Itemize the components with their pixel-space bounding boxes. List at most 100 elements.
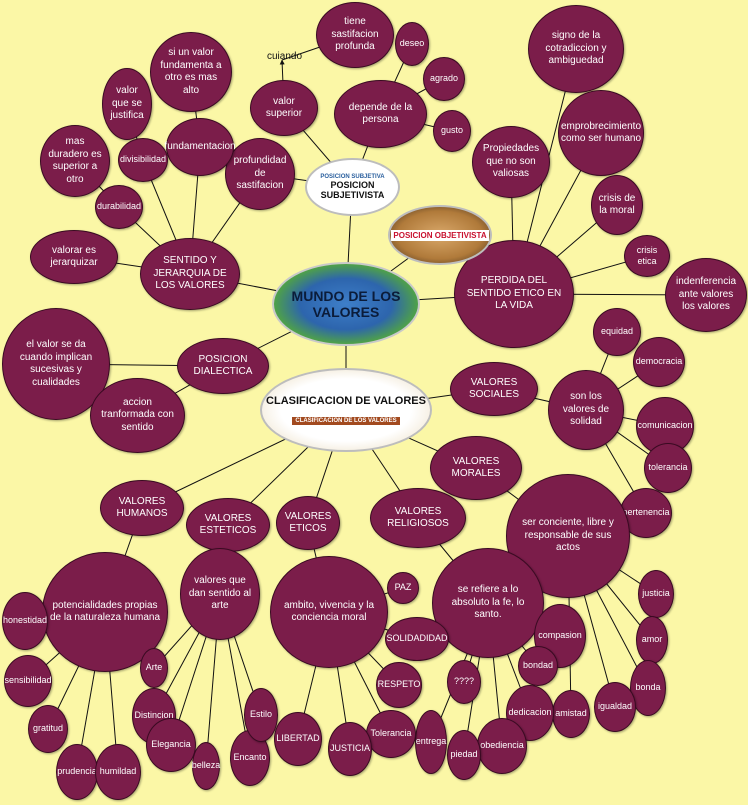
node-label: bondad bbox=[522, 660, 554, 671]
node-equidad: equidad bbox=[593, 308, 641, 356]
node-label: amor bbox=[641, 634, 663, 645]
node-label: fundamentacion bbox=[164, 140, 236, 152]
node-label: belleza bbox=[191, 760, 221, 771]
objetiva-title: POSICION OBJETIVISTA bbox=[391, 229, 489, 241]
node-label: valor superior bbox=[265, 95, 303, 120]
node-valor-se-da: el valor se da cuando implican sucesivas… bbox=[2, 308, 110, 420]
node-label: ???? bbox=[453, 676, 475, 687]
node-label: democracia bbox=[635, 356, 683, 367]
node-label: crisis de la moral bbox=[598, 192, 636, 217]
node-cotradiccion: signo de la cotradiccion y ambiguedad bbox=[528, 5, 624, 93]
node-label: JUSTICIA bbox=[330, 743, 371, 754]
node-posicion-dialectica: POSICION DIALECTICA bbox=[177, 338, 269, 394]
clasificacion-subtitle: CLASIFICACION DE LOS VALORES bbox=[292, 417, 400, 425]
node-valores-religiosos: VALORES RELIGIOSOS bbox=[370, 488, 466, 548]
node-label: obediencia bbox=[480, 740, 524, 751]
node-libertad: LIBERTAD bbox=[274, 712, 322, 766]
node-honestidad: honestidad bbox=[2, 592, 48, 650]
node-label: gusto bbox=[440, 125, 464, 136]
node-crisis-etica: crisis etica bbox=[624, 235, 670, 277]
node-label: mas duradero es superior a otro bbox=[48, 136, 102, 185]
node-label: entrega bbox=[415, 736, 447, 747]
node-valores-morales: VALORES MORALES bbox=[430, 436, 522, 500]
node-justicia-e: JUSTICIA bbox=[328, 722, 372, 776]
node-label: amistad bbox=[555, 708, 587, 719]
node-amor: amor bbox=[636, 616, 668, 664]
node-label: valor que se justifica bbox=[110, 85, 144, 122]
node-deseo: deseo bbox=[395, 22, 429, 66]
node-tolerancia-soc: tolerancia bbox=[644, 443, 692, 493]
node-label: compasion bbox=[538, 630, 582, 641]
node-propiedades: Propiedades que no son valiosas bbox=[472, 126, 550, 198]
node-crisis-moral: crisis de la moral bbox=[591, 175, 643, 235]
node-label: deseo bbox=[399, 38, 425, 49]
node-label: sensibilidad bbox=[4, 675, 52, 686]
node-label: Elegancia bbox=[151, 739, 191, 750]
node-label: indenferencia ante valores los valores bbox=[675, 276, 737, 313]
node-conciente: ser conciente, libre y responsable de su… bbox=[506, 474, 630, 598]
node-valores-sociales: VALORES SOCIALES bbox=[450, 362, 538, 416]
node-label: ambito, vivencia y la conciencia moral bbox=[283, 599, 375, 624]
node-paz: PAZ bbox=[387, 572, 419, 604]
node-label: Tolerancia bbox=[370, 728, 412, 739]
node-obediencia: obediencia bbox=[477, 718, 527, 774]
node-depende-persona: depende de la persona bbox=[334, 80, 427, 148]
node-absoluto: se refiere a lo absoluto la fe, lo santo… bbox=[432, 548, 544, 658]
node-bonda: bonda bbox=[630, 660, 666, 716]
node-label: Arte bbox=[145, 662, 163, 673]
node-gusto: gusto bbox=[433, 110, 471, 152]
node-label: LIBERTAD bbox=[276, 733, 320, 744]
node-tiene-satisfaccion: tiene sastifacion profunda bbox=[316, 2, 394, 68]
node-igualdad: igualdad bbox=[594, 682, 636, 732]
center-title: MUNDO DE LOS VALORES bbox=[291, 288, 401, 320]
node-humildad: humildad bbox=[95, 744, 141, 800]
node-piedad: piedad bbox=[447, 730, 481, 780]
node-label: pertenencia bbox=[622, 507, 670, 518]
node-label: tolerancia bbox=[648, 462, 688, 473]
node-label: divisibilidad bbox=[119, 154, 167, 165]
connector-label-cuando: cuiando bbox=[267, 51, 303, 62]
subjetiva-subtitle: POSICION SUBJETIVA bbox=[320, 174, 385, 180]
center-node: MUNDO DE LOS VALORES bbox=[272, 262, 420, 346]
node-label: prudencia bbox=[57, 766, 97, 777]
node-ambito: ambito, vivencia y la conciencia moral bbox=[270, 556, 388, 668]
node-label: bonda bbox=[635, 682, 661, 693]
node-label: RESPETO bbox=[377, 679, 421, 690]
node-label: gratitud bbox=[32, 723, 64, 734]
node-label: VALORES SOCIALES bbox=[468, 376, 520, 401]
node-justicia-m: justicia bbox=[638, 570, 674, 618]
node-amistad: amistad bbox=[552, 690, 590, 738]
node-indiferencia: indenferencia ante valores los valores bbox=[665, 258, 747, 332]
node-interrogantes: ???? bbox=[447, 660, 481, 704]
node-arte: Arte bbox=[140, 648, 168, 688]
node-label: VALORES RELIGIOSOS bbox=[387, 505, 449, 530]
node-durabilidad: durabilidad bbox=[95, 185, 143, 229]
node-label: POSICION DIALECTICA bbox=[193, 353, 253, 378]
node-prudencia: prudencia bbox=[56, 744, 98, 800]
node-label: VALORES HUMANOS bbox=[116, 495, 168, 520]
node-sentido-jerarquia: SENTIDO Y JERARQUIA DE LOS VALORES bbox=[140, 238, 240, 310]
node-label: accion tranformada con sentido bbox=[101, 396, 174, 433]
node-label: piedad bbox=[450, 749, 478, 760]
node-label: SENTIDO Y JERARQUIA DE LOS VALORES bbox=[153, 255, 227, 292]
node-label: Encanto bbox=[233, 752, 267, 763]
node-label: potencialidades propias de la naturaleza… bbox=[49, 599, 161, 624]
node-profundidad: profundidad de sastifacion bbox=[225, 138, 295, 210]
node-label: Distincion bbox=[134, 710, 174, 721]
node-fundamenta: si un valor fundamenta a otro es mas alt… bbox=[150, 32, 232, 112]
subjetiva-node: POSICION SUBJETIVA POSICION SUBJETIVISTA bbox=[305, 158, 400, 216]
node-valores-esteticos: VALORES ESTETICOS bbox=[186, 498, 270, 552]
node-label: equidad bbox=[600, 326, 634, 337]
node-label: tiene sastifacion profunda bbox=[331, 16, 379, 53]
node-label: crisis etica bbox=[636, 244, 658, 266]
node-divisibilidad: divisibilidad bbox=[118, 138, 168, 182]
node-label: emprobrecimiento como ser humano bbox=[560, 120, 642, 145]
node-mas-duradero: mas duradero es superior a otro bbox=[40, 125, 110, 197]
node-bondad: bondad bbox=[518, 646, 558, 686]
node-valorar-jerarquizar: valorar es jerarquizar bbox=[30, 230, 118, 284]
node-label: honestidad bbox=[2, 615, 48, 626]
node-democracia: democracia bbox=[633, 337, 685, 387]
node-valores-eticos: VALORES ETICOS bbox=[276, 496, 340, 550]
node-se-justifica: valor que se justifica bbox=[102, 68, 152, 140]
node-solidaridad: SOLIDADIDAD bbox=[385, 617, 449, 661]
